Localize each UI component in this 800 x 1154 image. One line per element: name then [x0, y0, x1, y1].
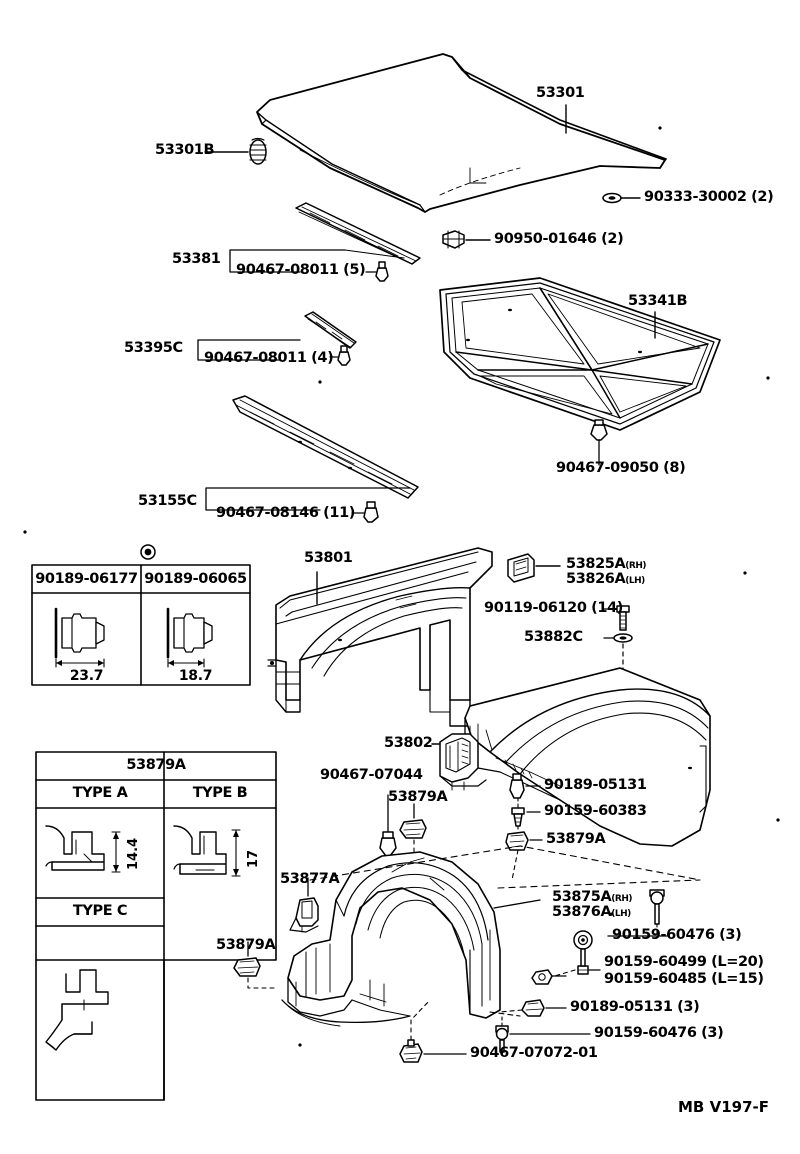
- leader-53875a: [493, 899, 541, 909]
- fender-apron-53801-shape: [267, 547, 493, 727]
- label-90159-60499: 90159-60499 (L=20): [604, 954, 764, 970]
- label-90159-60476-upper: 90159-60476 (3): [612, 927, 742, 943]
- label-53155c: 53155C: [138, 493, 197, 509]
- hood-nut-part: [442, 230, 465, 249]
- clip-90467-08011-5-part: [375, 261, 389, 282]
- bracket-53395c: [197, 339, 301, 361]
- label-90950-01646: 90950-01646 (2): [494, 231, 624, 247]
- bracket-53825a-part: [507, 553, 535, 583]
- clip-table-type-b-dim: 17: [246, 849, 261, 868]
- label-53802: 53802: [384, 735, 433, 751]
- label-53826a-text: 53826A: [566, 571, 626, 587]
- screw-90159-60476-lower-part: [495, 1025, 509, 1053]
- screw-90159-60383-part: [511, 807, 525, 827]
- label-53879a-mid: 53879A: [546, 831, 606, 847]
- label-90467-08146: 90467-08146 (11): [216, 505, 355, 521]
- apron-lower-53802-shape: [439, 733, 487, 791]
- screw-90467-07044-part: [379, 831, 397, 857]
- label-90189-05131-upper: 90189-05131: [544, 777, 647, 793]
- clip-90467-09050-part: [590, 419, 608, 441]
- label-90333-30002: 90333-30002 (2): [644, 189, 774, 205]
- bolt-table-dim-1: 23.7: [69, 668, 104, 684]
- label-90159-60476-lower: 90159-60476 (3): [594, 1025, 724, 1041]
- label-53882c: 53882C: [524, 629, 583, 645]
- label-90119-06120: 90119-06120 (14): [484, 600, 623, 616]
- label-90467-08011-4: 90467-08011 (4): [204, 350, 334, 366]
- clip-90189-05131-upper-part: [509, 773, 525, 799]
- label-53875a-text: 53875A: [552, 889, 612, 905]
- label-53381: 53381: [172, 251, 221, 267]
- label-53879a-lowerleft: 53879A: [216, 937, 276, 953]
- clip-type-a-drawing: [45, 825, 121, 873]
- bolt-table-part-2: 90189-06065: [144, 571, 247, 587]
- label-53875a: 53875A(RH): [552, 889, 632, 905]
- label-53875a-suffix: (RH): [611, 894, 632, 904]
- seal-53882c-part: [613, 633, 633, 643]
- label-53301: 53301: [536, 85, 585, 101]
- label-90467-09050: 90467-09050 (8): [556, 460, 686, 476]
- clip-type-c-drawing: [45, 969, 109, 1051]
- label-53879a-upper: 53879A: [388, 789, 448, 805]
- hood-seal-53395c: [304, 311, 357, 349]
- clip-table-type-c-label: TYPE C: [72, 903, 128, 919]
- fender-liner-shape: [281, 851, 501, 1027]
- clip-type-b-drawing: [173, 825, 241, 877]
- label-90159-60485: 90159-60485 (L=15): [604, 971, 764, 987]
- clip-90189-05131-lower-part: [521, 999, 545, 1017]
- hood-seal-53381: [295, 202, 421, 265]
- label-53825a-text: 53825A: [566, 556, 626, 572]
- label-53826a: 53826A(LH): [566, 571, 645, 587]
- clip-table-title: 53879A: [126, 757, 186, 773]
- sheet-footer-code: MB V197-F: [678, 1098, 769, 1116]
- label-90189-05131-lower: 90189-05131 (3): [570, 999, 700, 1015]
- bracket-53155c: [205, 487, 411, 511]
- hood-cushion-part: [602, 192, 622, 204]
- bracket-53381: [229, 249, 346, 273]
- bolt-b-drawing: [166, 607, 213, 668]
- label-53825a-suffix: (RH): [625, 561, 646, 571]
- label-53395c: 53395C: [124, 340, 183, 356]
- cowl-seal-53155c: [232, 395, 419, 499]
- label-53877a: 53877A: [280, 871, 340, 887]
- clip-table-type-b-label: TYPE B: [192, 785, 248, 801]
- bolt-90119-06120-part: [616, 605, 630, 631]
- nut-60485-part: [531, 969, 553, 985]
- clip-53877a-part: [289, 897, 319, 933]
- clip-53879a-mid-part: [505, 831, 529, 851]
- bolt-a-drawing: [54, 607, 105, 668]
- clip-90467-08011-4-part: [337, 345, 351, 366]
- hood-panel-shape: [256, 53, 667, 213]
- hood-bumper-part: [249, 137, 267, 165]
- label-53341b: 53341B: [628, 293, 688, 309]
- clip-table-type-a-label: TYPE A: [72, 785, 128, 801]
- label-90159-60383: 90159-60383: [544, 803, 647, 819]
- hood-insulator-shape: [439, 277, 721, 431]
- washer-screw-part: [573, 930, 593, 975]
- label-53876a: 53876A(LH): [552, 904, 631, 920]
- label-53825a: 53825A(RH): [566, 556, 646, 572]
- screw-90159-60476-upper-part: [649, 889, 665, 925]
- label-53801: 53801: [304, 550, 353, 566]
- assembly-dashline-a: [309, 845, 701, 881]
- label-53301b: 53301B: [155, 142, 215, 158]
- clip-53879a-lowerleft-part: [233, 957, 261, 977]
- label-53826a-suffix: (LH): [625, 576, 645, 586]
- table-marker-icon: [140, 544, 156, 560]
- clip-90467-07072-part: [399, 1039, 423, 1063]
- bolt-table-part-1: 90189-06177: [35, 571, 138, 587]
- label-53876a-suffix: (LH): [611, 909, 631, 919]
- clip-90467-08146-part: [363, 501, 379, 523]
- clip-table-type-a-dim: 14.4: [126, 837, 141, 870]
- label-90467-07072-01: 90467-07072-01: [470, 1045, 598, 1061]
- clip-table-frame: [35, 751, 277, 1101]
- clip-53879a-uppermid-part: [399, 819, 427, 839]
- label-53876a-text: 53876A: [552, 904, 612, 920]
- label-90467-08011-5: 90467-08011 (5): [236, 262, 366, 278]
- bolt-table-dim-2: 18.7: [178, 668, 213, 684]
- label-90467-07044: 90467-07044: [320, 767, 423, 783]
